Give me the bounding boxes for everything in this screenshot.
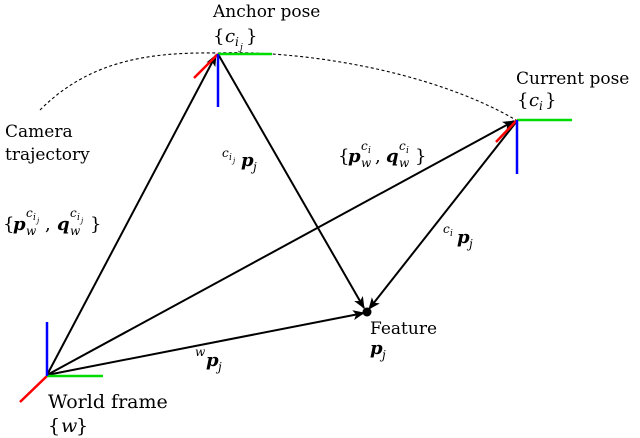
- anchor-set-i: i: [235, 35, 239, 49]
- wfv-p: p: [206, 350, 219, 371]
- current-pose-label: Current pose: [516, 69, 629, 89]
- anchor-x-axis: [193, 53, 219, 79]
- camera-trajectory-curve: [39, 52, 517, 121]
- cext-q-sup-i: i: [406, 146, 409, 156]
- current-set-c: c: [529, 90, 539, 111]
- cext-p-sub-w: w: [361, 156, 372, 170]
- aext-open: {: [3, 214, 14, 235]
- aext-p-sup-i: i: [33, 213, 36, 223]
- afv-i: i: [229, 153, 232, 163]
- current-set-open: {: [517, 90, 528, 111]
- wfv-j: j: [215, 360, 222, 374]
- aext-p-sup-c: c: [26, 206, 33, 220]
- aext-q-sup-j: j: [79, 217, 84, 225]
- world-set-close: }: [76, 415, 88, 437]
- afv-j-sub: j: [231, 157, 236, 165]
- aext-q-sup-c: c: [70, 206, 77, 220]
- trajectory-label: trajectory: [5, 145, 90, 165]
- anchor-set-c: c: [225, 26, 235, 47]
- current-to-feature-arrow: [368, 120, 518, 310]
- world-to-current-arrow: [46, 120, 515, 376]
- current-feature-vector-label: c i p j: [443, 222, 473, 251]
- camera-label: Camera: [5, 122, 73, 142]
- cext-close: }: [415, 146, 426, 167]
- cext-q-sup-c: c: [399, 139, 406, 153]
- fv-j: j: [379, 348, 386, 362]
- cext-open: {: [338, 146, 349, 167]
- aext-p: p: [13, 214, 26, 235]
- cext-p-sup-c: c: [361, 139, 368, 153]
- world-feature-vector-label: w p j: [195, 345, 222, 374]
- aext-comma: ,: [45, 214, 51, 235]
- current-set-close: }: [545, 90, 556, 111]
- wfv-w: w: [195, 345, 206, 359]
- cext-comma: ,: [375, 146, 381, 167]
- world-set-open: {: [48, 415, 60, 437]
- fv-p: p: [370, 338, 383, 359]
- cfv-j: j: [466, 237, 473, 251]
- cext-p-sup-i: i: [368, 146, 371, 156]
- feature-vector-label: p j: [370, 338, 386, 362]
- anchor-pose-label: Anchor pose: [212, 2, 320, 22]
- current-set-i: i: [539, 99, 543, 113]
- cext-p: p: [348, 146, 361, 167]
- anchor-set-close: }: [246, 26, 257, 47]
- aext-close: }: [90, 214, 101, 235]
- afv-j: j: [250, 160, 257, 174]
- world-frame-axes: [19, 322, 103, 403]
- current-x-axis: [495, 119, 518, 143]
- feature-point: [362, 307, 372, 317]
- afv-p: p: [241, 150, 254, 171]
- world-frame-label: World frame: [48, 391, 168, 413]
- anchor-set-label: { c i j }: [213, 26, 257, 53]
- world-to-feature-arrow: [46, 310, 365, 376]
- anchor-feature-vector-label: c i j p j: [222, 146, 257, 174]
- anchor-to-feature-arrow: [217, 53, 365, 309]
- current-extrinsics-label: { p c i w , q c i w }: [338, 139, 426, 170]
- anchor-pose-frame: [193, 52, 272, 107]
- aext-p-sub-w: w: [26, 224, 37, 238]
- cext-q-sub-w: w: [399, 156, 410, 170]
- aext-q: q: [57, 214, 70, 235]
- world-to-anchor-arrow: [46, 54, 217, 376]
- world-x-axis: [19, 375, 48, 403]
- feature-label: Feature: [370, 319, 437, 339]
- anchor-extrinsics-label: { p c i j w , q c i j w }: [3, 206, 101, 238]
- current-set-label: { c i }: [517, 90, 556, 113]
- cfv-p: p: [457, 227, 470, 248]
- world-set-w: w: [61, 415, 77, 437]
- current-pose-frame: [495, 118, 572, 174]
- cfv-i: i: [450, 229, 453, 239]
- cext-q: q: [386, 146, 399, 167]
- aext-q-sup-i: i: [77, 213, 80, 223]
- aext-p-sup-j: j: [35, 217, 40, 225]
- world-set-label: { w }: [48, 415, 88, 437]
- aext-q-sub-w: w: [70, 224, 81, 238]
- anchor-set-open: {: [213, 26, 224, 47]
- cfv-c: c: [443, 222, 450, 236]
- afv-c: c: [222, 146, 229, 160]
- anchor-set-j: j: [238, 43, 243, 53]
